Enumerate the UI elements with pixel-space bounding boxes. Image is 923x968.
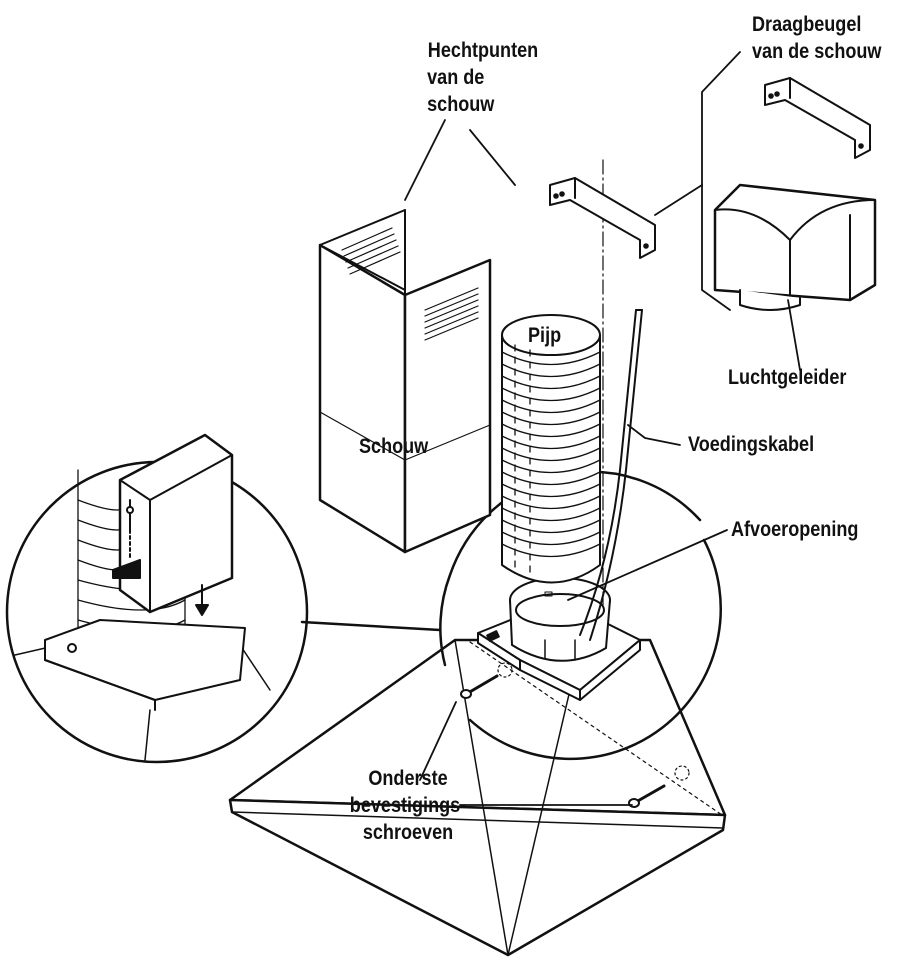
label-pijp: Pijp <box>528 324 562 347</box>
label-onderste-line-3: schroeven <box>362 821 454 844</box>
label-hechtpunten-line-3: schouw <box>427 93 495 116</box>
outlet-housing <box>477 577 641 701</box>
label-draagbeugel-line-1: Draagbeugel <box>752 13 862 36</box>
air-deflector <box>713 183 877 311</box>
label-onderste-line-2: bevestigings- <box>349 794 467 817</box>
power-cable <box>579 309 643 641</box>
label-schouw: Schouw <box>359 435 429 458</box>
label-hechtpunten-line-1: Hechtpunten <box>427 39 539 62</box>
label-draagbeugel-line-2: van de schouw <box>752 40 882 63</box>
chimney-bracket-top <box>764 77 871 159</box>
detail-circle-left <box>5 433 442 764</box>
label-hechtpunten: Hechtpunten van de schouw <box>419 37 548 118</box>
callout-leaders <box>404 119 801 806</box>
label-onderste-schroeven: Onderste bevestigings- schroeven <box>344 765 473 846</box>
bottom-screw-left <box>460 674 499 699</box>
bracket-callout <box>654 51 741 311</box>
chimney <box>318 209 492 554</box>
label-luchtgeleider: Luchtgeleider <box>728 366 847 389</box>
label-hechtpunten-line-2: van de <box>427 66 485 89</box>
chimney-bracket-middle <box>549 177 656 259</box>
label-draagbeugel: Draagbeugel van de schouw <box>752 11 881 65</box>
duct-pipe <box>501 314 601 584</box>
label-voedingskabel: Voedingskabel <box>688 433 815 456</box>
label-onderste-line-1: Onderste <box>368 767 448 790</box>
label-afvoeropening: Afvoeropening <box>731 518 859 541</box>
